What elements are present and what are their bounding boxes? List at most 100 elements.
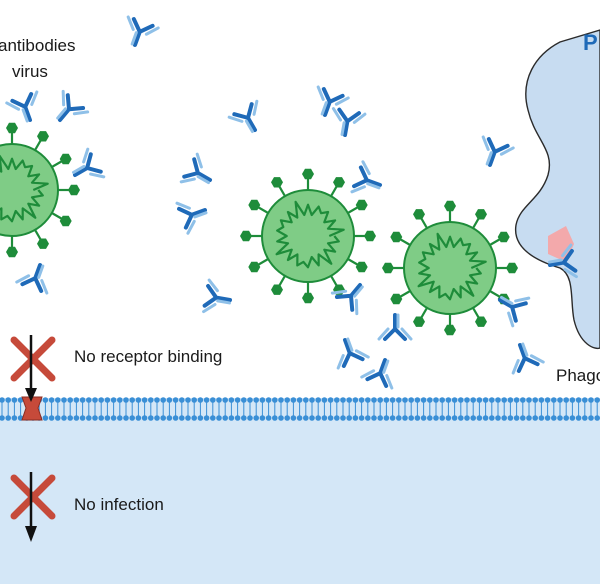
lipid-head — [414, 415, 421, 421]
lipid-head — [55, 397, 61, 403]
lipid-head — [315, 415, 322, 421]
lipid-head — [557, 397, 563, 403]
lipid-head — [110, 415, 117, 421]
lipid-head — [67, 415, 73, 421]
lipid-head — [11, 415, 18, 421]
virus-icon — [382, 200, 518, 336]
lipid-head — [501, 397, 508, 403]
lipid-head — [420, 415, 427, 421]
lipid-head — [575, 415, 582, 421]
lipid-head — [259, 397, 266, 403]
lipid-head — [185, 415, 191, 421]
lipid-head — [532, 397, 538, 403]
lipid-head — [445, 415, 452, 421]
lipid-head — [265, 415, 272, 421]
lipid-head — [371, 397, 377, 403]
lipid-head — [48, 397, 55, 403]
lipid-head — [197, 397, 204, 403]
antibody-icon — [179, 152, 212, 185]
lipid-head — [222, 397, 228, 403]
lipid-head — [67, 397, 73, 403]
antibody-icon — [126, 15, 160, 47]
lipid-head — [340, 397, 346, 403]
lipid-head — [321, 397, 328, 403]
lipid-head — [197, 415, 204, 421]
lipid-head — [48, 415, 55, 421]
lipid-head — [346, 415, 353, 421]
lipid-head — [290, 397, 297, 403]
lipid-head — [433, 397, 439, 403]
lipid-head — [179, 397, 185, 403]
lipid-head — [86, 415, 92, 421]
lipid-head — [247, 397, 253, 403]
lipid-head — [104, 415, 111, 421]
lipid-head — [17, 397, 24, 403]
lipid-head — [210, 397, 216, 403]
lipid-head — [61, 415, 67, 421]
virus-icon — [240, 168, 376, 304]
lipid-head — [544, 415, 551, 421]
lipid-head — [98, 415, 104, 421]
lipid-head — [538, 397, 545, 403]
lipid-head — [309, 397, 315, 403]
fc-receptor — [548, 226, 574, 262]
lipid-head — [98, 397, 104, 403]
cross-icon — [10, 474, 56, 520]
lipid-head — [352, 415, 359, 421]
antibody-icon — [547, 243, 578, 279]
antibody-icon — [481, 135, 515, 167]
antibodies-label: antibodies — [0, 36, 76, 55]
lipid-head — [389, 415, 396, 421]
no-infection-label: No infection — [74, 495, 164, 514]
lipid-head — [575, 397, 582, 403]
lipid-head — [222, 415, 228, 421]
lipid-head — [11, 397, 18, 403]
lipid-head — [358, 415, 365, 421]
lipid-head — [383, 397, 390, 403]
lipid-head — [588, 415, 594, 421]
lipid-head — [451, 415, 458, 421]
lipid-head — [160, 415, 166, 421]
lipid-head — [451, 397, 458, 403]
lipid-head — [482, 415, 489, 421]
lipid-head — [427, 415, 433, 421]
lipid-head — [148, 397, 154, 403]
lipid-head — [154, 397, 160, 403]
lipid-head — [141, 397, 148, 403]
lipid-head — [117, 415, 123, 421]
lipid-head — [265, 397, 272, 403]
lipid-head — [259, 415, 266, 421]
antibody-icon — [15, 263, 49, 295]
lipid-head — [396, 415, 402, 421]
lipid-head — [73, 415, 80, 421]
lipid-head — [495, 415, 501, 421]
lipid-head — [79, 415, 86, 421]
lipid-head — [334, 415, 340, 421]
lipid-head — [513, 415, 520, 421]
antibody-icon — [360, 358, 394, 390]
lipid-head — [365, 415, 371, 421]
lipid-head — [247, 415, 253, 421]
lipid-head — [42, 397, 49, 403]
lipid-head — [185, 397, 191, 403]
lipid-head — [594, 415, 600, 421]
lipid-head — [42, 415, 49, 421]
cell-interior — [0, 398, 600, 584]
lipid-head — [371, 415, 377, 421]
arrow-down-icon — [25, 388, 37, 402]
lipid-head — [464, 397, 470, 403]
lipid-head — [5, 415, 11, 421]
lipid-head — [551, 415, 557, 421]
lipid-head — [253, 397, 259, 403]
phagocyte-cell — [515, 29, 600, 350]
lipid-head — [563, 397, 569, 403]
lipid-head — [526, 397, 532, 403]
antibody-icon — [336, 337, 370, 370]
lipid-head — [377, 415, 384, 421]
lipid-head — [296, 415, 303, 421]
lipid-head — [582, 415, 588, 421]
lipid-head — [439, 397, 446, 403]
lipid-head — [470, 415, 477, 421]
lipid-head — [55, 415, 61, 421]
